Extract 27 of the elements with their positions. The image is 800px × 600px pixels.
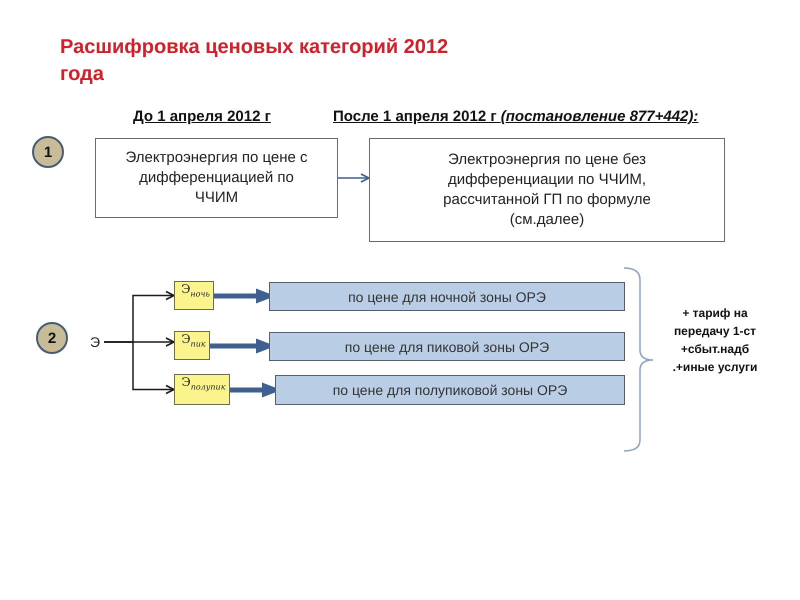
- arrow: [338, 173, 370, 183]
- column-heading: После 1 апреля 2012 г (постановление 877+442):: [333, 108, 698, 125]
- box-text: Электроэнергия по цене с дифференциацией по ЧЧИМ: [124, 148, 309, 208]
- box-text: по цене для пиковой зоны ОРЭ: [344, 338, 550, 354]
- step-number-circle: [32, 136, 64, 168]
- price-zone-box: [275, 375, 625, 405]
- note-text: + тариф на передачу 1-ст +сбыт.надб .+иные услуги: [672, 305, 758, 376]
- box-text: по цене для полупиковой зоны ОРЭ: [332, 382, 568, 398]
- variable-symbol: Э$_{ночь}$: [181, 282, 210, 298]
- column-heading: До 1 апреля 2012 г: [133, 108, 271, 125]
- step-number-circle: [36, 322, 68, 354]
- slide-title: Расшифровка ценовых категорий 2012 года: [60, 35, 450, 87]
- variable-symbol: Э$_{полупик}$: [182, 375, 226, 392]
- variable-box: [174, 374, 230, 405]
- variable-box: [174, 281, 214, 310]
- price-zone-box: [269, 332, 625, 361]
- box-text: по цене для ночной зоны ОРЭ: [348, 288, 546, 304]
- symbol-label: Э: [90, 331, 104, 353]
- step-number: 1: [44, 144, 52, 160]
- variable-box: [174, 331, 210, 360]
- process-box: [95, 138, 338, 218]
- price-zone-box: [269, 282, 625, 311]
- arrow: [104, 341, 175, 394]
- box-text: Электроэнергия по цене без дифференциации по ЧЧИМ, рассчитанной ГП по формуле (см.далее): [442, 150, 652, 230]
- variable-symbol: Э$_{пик}$: [181, 332, 206, 348]
- process-box: [369, 138, 725, 242]
- step-number: 2: [48, 330, 56, 346]
